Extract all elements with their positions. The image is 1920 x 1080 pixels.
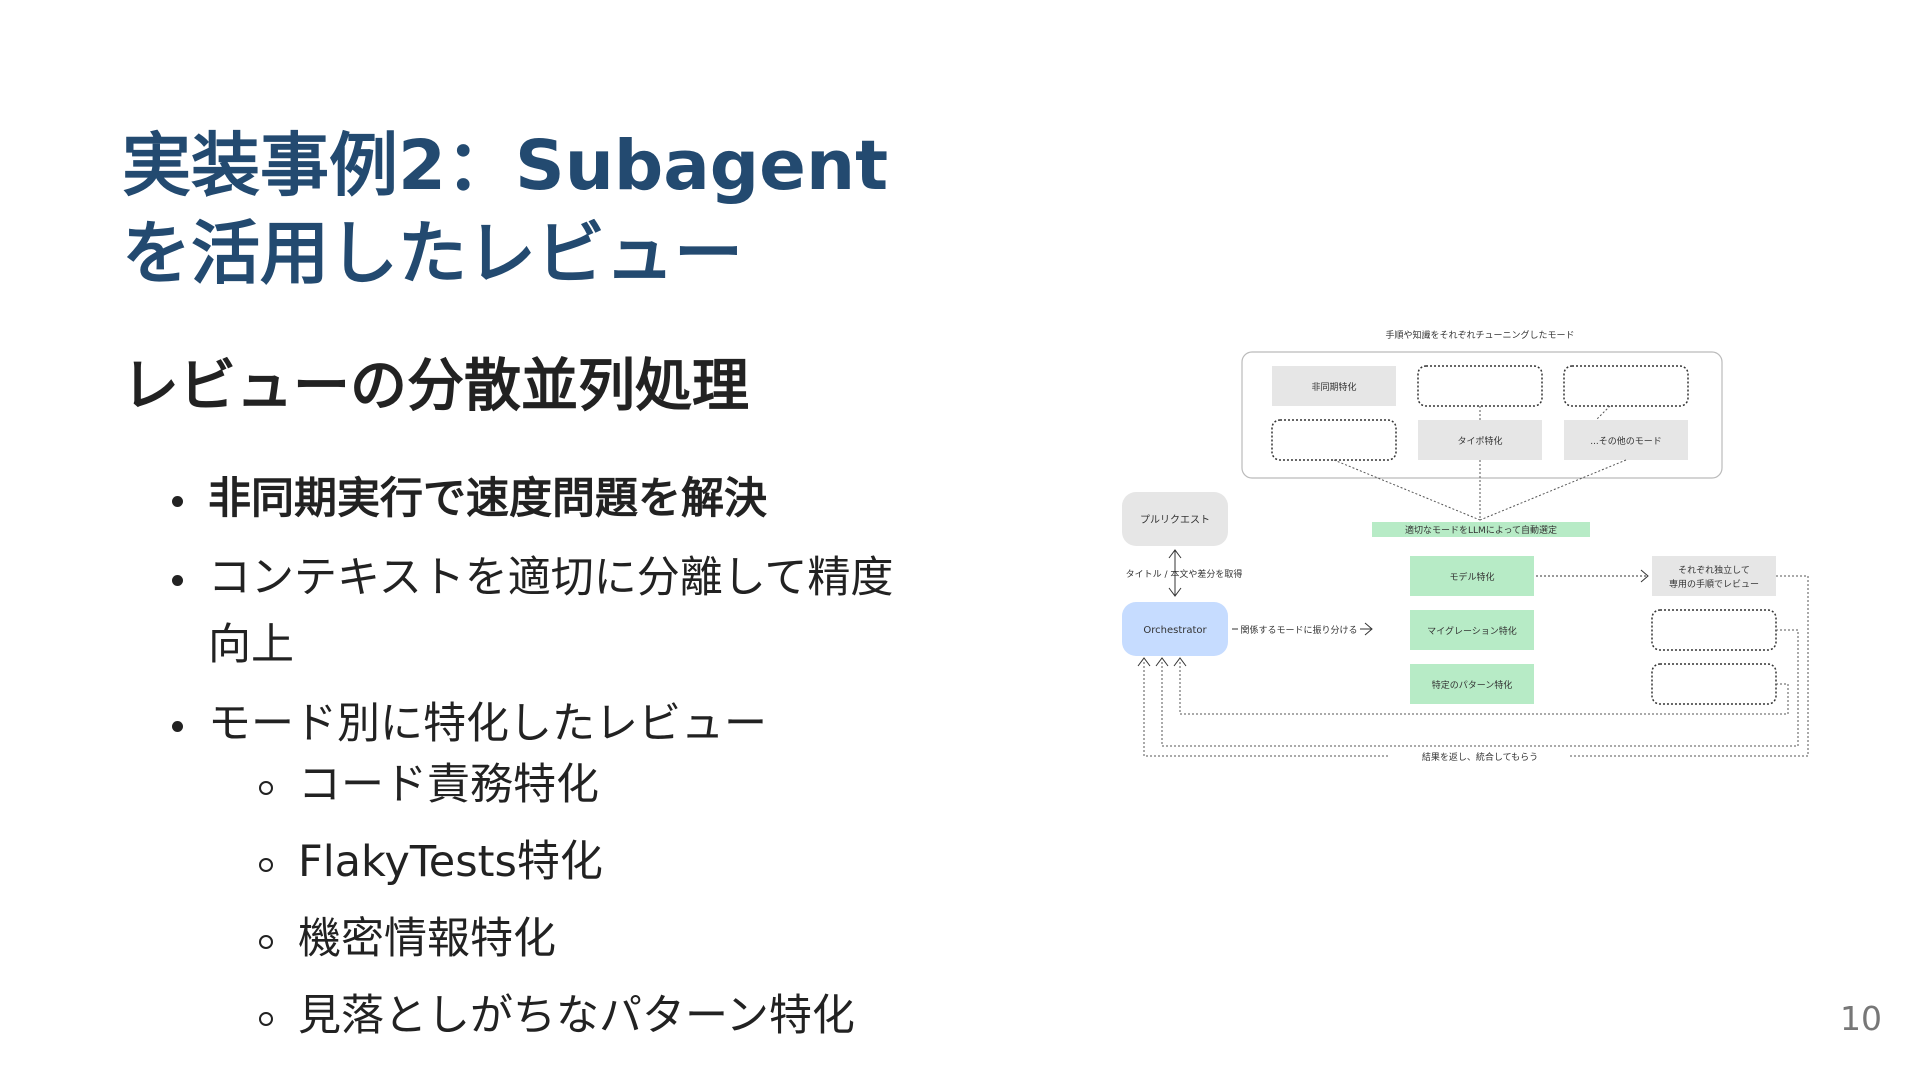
independent-review-box	[1652, 556, 1776, 596]
mode-migration-box	[1410, 610, 1534, 650]
title-line-1: 実装事例2：Subagent	[122, 126, 889, 206]
mode-empty-1	[1417, 365, 1543, 407]
auto-select-label: 適切なモードをLLMによって自動選定	[1405, 524, 1557, 536]
return-arrows	[1137, 657, 1187, 667]
mode-other-box	[1564, 420, 1688, 460]
sub-bullet-secret: 機密情報特化	[122, 906, 902, 973]
orchestrator-label: Orchestrator	[1143, 625, 1207, 636]
bullet-list: 非同期実行で速度問題を解決 コンテキストを適切に分離して精度向上 モード別に特化…	[122, 466, 902, 1062]
review-empty-2	[1651, 663, 1777, 705]
page-number: 10	[1840, 999, 1882, 1038]
sub-bullet-code: コード責務特化	[122, 752, 902, 819]
assign-label-bg	[1238, 622, 1360, 636]
title-line-2: を活用したレビュー	[122, 214, 743, 294]
independent-line-1: それぞれ独立して	[1678, 564, 1750, 576]
return-lines	[1143, 575, 1809, 757]
slide-title: 実装事例2：Subagent を活用したレビュー	[122, 122, 902, 298]
independent-arrow	[1640, 569, 1649, 583]
auto-select-highlight	[1372, 522, 1590, 537]
return-label: 結果を返し、統合してもらう	[1422, 751, 1538, 763]
fetch-label: タイトル / 本文や差分を取得	[1126, 568, 1243, 580]
selection-lines	[1333, 405, 1627, 521]
mode-pattern-label: 特定のパターン特化	[1432, 679, 1513, 691]
slide-subtitle: レビューの分散並列処理	[122, 353, 749, 419]
fetch-arrow-down	[1168, 587, 1182, 597]
architecture-diagram: 手順や知識をそれぞれチューニングしたモード 非同期特化 タイポ特化 ...その他…	[1100, 320, 1820, 770]
assign-label: 関係するモードに振り分ける	[1240, 624, 1357, 636]
orchestrator-box	[1122, 602, 1228, 656]
fetch-arrow-up	[1168, 549, 1182, 559]
assign-arrow	[1364, 622, 1373, 636]
pull-request-box	[1122, 492, 1228, 546]
sub-bullet-flaky: FlakyTests特化	[122, 829, 902, 896]
review-empty-1	[1651, 609, 1777, 651]
independent-line-2: 専用の手順でレビュー	[1669, 578, 1759, 590]
diagram-svg: 手順や知識をそれぞれチューニングしたモード 非同期特化 タイポ特化 ...その他…	[1122, 329, 1809, 763]
sub-bullet-list: コード責務特化 FlakyTests特化 機密情報特化 見落としがちなパターン特…	[208, 752, 902, 1050]
bullet-async: 非同期実行で速度問題を解決	[122, 466, 902, 533]
mode-typo-box	[1418, 420, 1542, 460]
mode-pattern-box	[1410, 664, 1534, 704]
bullet-modes-label: モード別に特化したレビュー	[208, 699, 767, 749]
pull-request-label: プルリクエスト	[1140, 514, 1210, 526]
mode-async-label: 非同期特化	[1311, 381, 1356, 393]
mode-model-box	[1410, 556, 1534, 596]
mode-async-box	[1272, 366, 1396, 406]
bullet-context: コンテキストを適切に分離して精度向上	[122, 545, 902, 679]
mode-model-label: モデル特化	[1449, 571, 1494, 583]
modes-container	[1241, 351, 1723, 479]
mode-empty-3	[1271, 419, 1397, 461]
sub-bullet-pattern: 見落としがちなパターン特化	[122, 983, 902, 1050]
return-label-bg	[1390, 749, 1570, 763]
mode-migration-label: マイグレーション特化	[1427, 625, 1517, 637]
mode-other-label: ...その他のモード	[1590, 435, 1662, 447]
mode-typo-label: タイポ特化	[1457, 435, 1502, 447]
mode-empty-2	[1563, 365, 1689, 407]
bullet-modes: モード別に特化したレビュー コード責務特化 FlakyTests特化 機密情報特…	[122, 691, 902, 1050]
modes-caption: 手順や知識をそれぞれチューニングしたモード	[1385, 329, 1574, 341]
